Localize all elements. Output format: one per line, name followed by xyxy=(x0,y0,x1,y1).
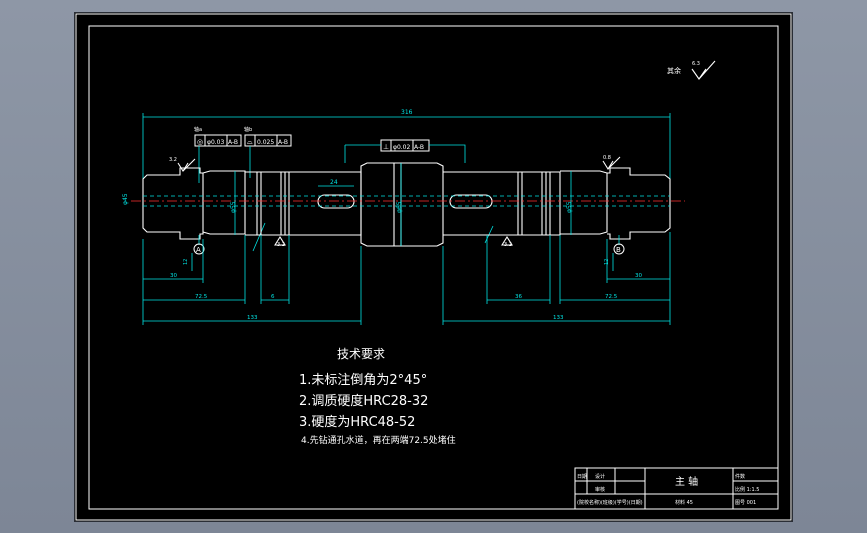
svg-text:B: B xyxy=(616,246,621,254)
svg-text:24: 24 xyxy=(330,179,338,186)
diameter-labels: φ45 φ55 φ65 φ55 xyxy=(122,163,573,246)
outer-border xyxy=(75,13,792,521)
svg-text:30: 30 xyxy=(170,273,177,279)
svg-text:(院校名称)(班级)(学号)(日期): (院校名称)(班级)(学号)(日期) xyxy=(577,499,643,506)
keyway-dimension: 24 xyxy=(318,179,354,187)
drawing-sheet: 其余 6.3 316 轴a ◎ φ0.03 A-B 轴b ⌓ 0.025 A-B… xyxy=(75,13,792,521)
svg-text:3.2: 3.2 xyxy=(504,242,512,248)
gdt-frame-left-b: 轴b ⌓ 0.025 A-B xyxy=(244,126,292,178)
overall-length-text: 316 xyxy=(401,109,413,116)
svg-text:轴a: 轴a xyxy=(194,126,202,133)
svg-text:72.5: 72.5 xyxy=(605,294,618,300)
lower-dimensions: 30 72.5 6 133 30 36 72.5 133 xyxy=(142,232,671,325)
svg-text:0.8: 0.8 xyxy=(603,155,611,161)
technical-notes: 技术要求 1.未标注倒角为2°45° 2.调质硬度HRC28-32 3.硬度为H… xyxy=(299,347,456,446)
keyway-left xyxy=(317,194,355,209)
inner-border xyxy=(88,25,779,510)
overall-dimension: 316 xyxy=(142,109,671,188)
svg-text:φ65: φ65 xyxy=(396,201,403,213)
svg-text:φ45: φ45 xyxy=(122,193,129,205)
roughness-icon xyxy=(274,235,286,246)
svg-text:件数: 件数 xyxy=(735,473,745,480)
svg-text:133: 133 xyxy=(553,315,564,321)
roughness-symbols: 3.2 0.8 3.2 3.2 xyxy=(169,155,621,252)
svg-text:设计: 设计 xyxy=(595,473,605,480)
svg-text:12: 12 xyxy=(183,259,189,265)
svg-text:⊥: ⊥ xyxy=(383,143,389,151)
svg-text:φ55: φ55 xyxy=(566,201,573,213)
svg-text:材料 45: 材料 45 xyxy=(675,499,693,506)
notes-line-2: 2.调质硬度HRC28-32 xyxy=(299,393,428,409)
svg-text:30: 30 xyxy=(635,273,642,279)
svg-text:比例 1:1.5: 比例 1:1.5 xyxy=(735,486,759,493)
roughness-symbol-icon xyxy=(691,60,716,80)
gdt-frame-left-a: 轴a ◎ φ0.03 A-B xyxy=(194,126,242,183)
svg-text:A: A xyxy=(196,246,201,254)
roughness-note-label: 其余 xyxy=(667,66,681,75)
keyway-right xyxy=(449,194,493,209)
svg-text:3.2: 3.2 xyxy=(169,157,177,163)
datum-a: A xyxy=(193,235,205,255)
svg-text:A-B: A-B xyxy=(278,139,288,146)
svg-text:轴b: 轴b xyxy=(244,126,252,133)
notes-line-3: 3.硬度为HRC48-52 xyxy=(299,414,415,430)
cad-drawing: 其余 6.3 316 轴a ◎ φ0.03 A-B 轴b ⌓ 0.025 A-B… xyxy=(75,13,792,521)
svg-text:0.025: 0.025 xyxy=(257,139,274,146)
small-dims: 12 12 xyxy=(183,253,614,271)
svg-text:72.5: 72.5 xyxy=(195,294,208,300)
notes-title: 技术要求 xyxy=(337,347,385,361)
title-block: 日期 设计 审核 主 轴 件数 比例 1:1.5 图号 001 材料 45 (院… xyxy=(574,467,779,510)
datum-b: B xyxy=(613,235,625,255)
notes-line-1: 1.未标注倒角为2°45° xyxy=(299,373,427,388)
roughness-note: 其余 6.3 xyxy=(667,60,716,80)
svg-text:A-B: A-B xyxy=(228,139,238,146)
svg-text:审核: 审核 xyxy=(595,486,605,493)
shaft xyxy=(131,162,685,247)
svg-text:◎: ◎ xyxy=(197,138,203,146)
roughness-icon xyxy=(177,158,196,173)
svg-text:日期: 日期 xyxy=(577,474,587,480)
gdt-frame-center: ⊥ φ0.02 A-B xyxy=(344,139,466,163)
svg-text:A-B: A-B xyxy=(414,144,424,151)
svg-text:φ0.02: φ0.02 xyxy=(393,144,411,151)
svg-text:φ0.03: φ0.03 xyxy=(207,139,225,146)
svg-text:⌓: ⌓ xyxy=(247,138,253,146)
svg-text:φ55: φ55 xyxy=(230,201,237,213)
roughness-note-value: 6.3 xyxy=(692,61,700,67)
svg-text:36: 36 xyxy=(515,294,522,300)
svg-text:6: 6 xyxy=(271,294,275,300)
notes-line-4: 4.先钻通孔水道，再在两端72.5处堵住 xyxy=(301,434,456,446)
svg-text:图号 001: 图号 001 xyxy=(735,500,756,506)
roughness-icon xyxy=(602,156,621,171)
part-name: 主 轴 xyxy=(675,475,698,488)
roughness-icon xyxy=(501,235,513,246)
svg-text:3.2: 3.2 xyxy=(277,242,285,248)
svg-text:133: 133 xyxy=(247,315,258,321)
